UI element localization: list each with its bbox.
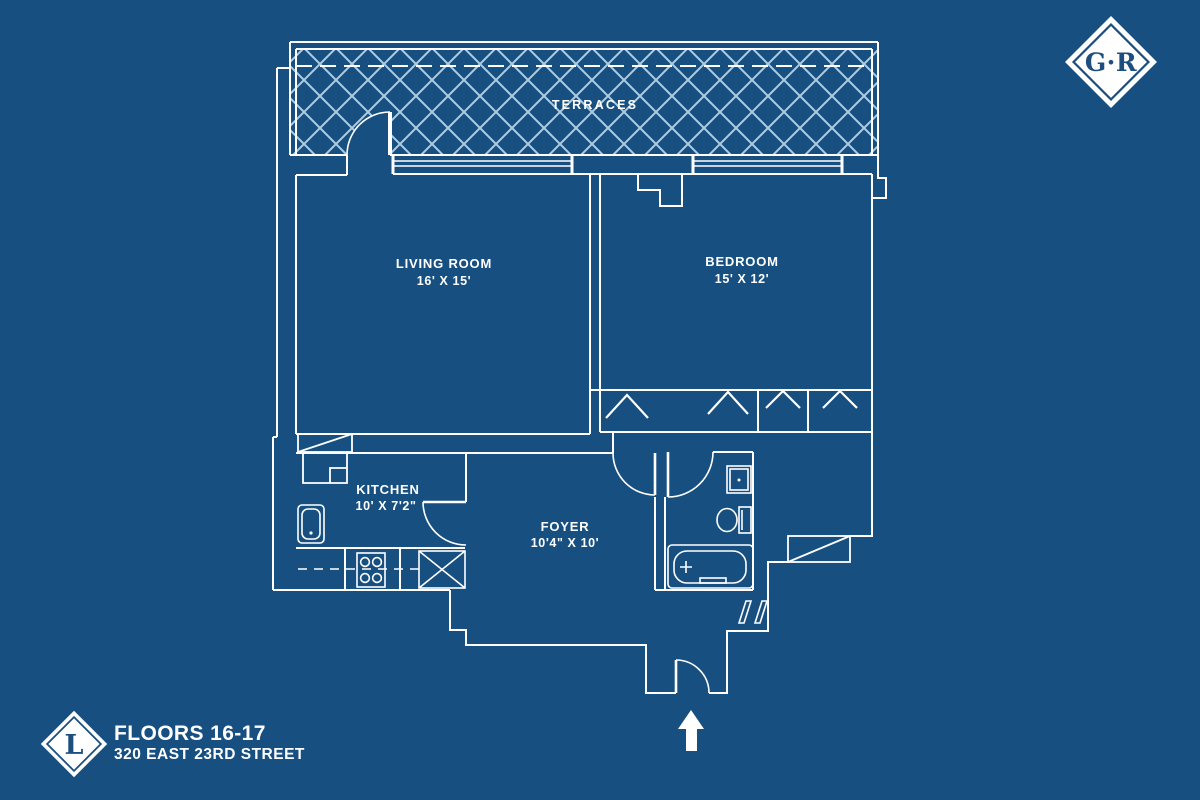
corner-logo: G·R bbox=[1065, 16, 1157, 108]
entry-door-swing bbox=[674, 659, 710, 694]
bedroom-door-swing bbox=[612, 452, 657, 496]
stove bbox=[356, 552, 386, 588]
living-room-windows bbox=[393, 160, 572, 167]
room-labels: TERRACES LIVING ROOM 16' X 15' BEDROOM 1… bbox=[356, 98, 779, 550]
bedroom-dims: 15' X 12' bbox=[715, 272, 769, 286]
kitchen-door-swing bbox=[422, 500, 467, 546]
kitchen-pantry bbox=[302, 453, 348, 484]
bathtub bbox=[667, 544, 754, 589]
footer-text: FLOORS 16-17 320 EAST 23RD STREET bbox=[114, 722, 305, 765]
foyer-label: FOYER bbox=[541, 519, 590, 534]
kitchen-sink bbox=[297, 504, 325, 544]
terrace-door-swing-mask bbox=[347, 112, 390, 155]
walls bbox=[272, 67, 887, 694]
tub-faucet-cross bbox=[680, 561, 692, 573]
entry-bifold-panels bbox=[737, 600, 769, 624]
foyer-dims: 10'4" X 10' bbox=[531, 536, 600, 550]
closets bbox=[297, 389, 858, 624]
bathroom-door-swing bbox=[666, 451, 714, 498]
footer-floors: FLOORS 16-17 bbox=[114, 722, 266, 745]
footer-logo: L bbox=[40, 710, 108, 778]
window-bands bbox=[393, 160, 842, 167]
bedroom-label: BEDROOM bbox=[705, 254, 779, 269]
footer-address: 320 EAST 23RD STREET bbox=[114, 746, 305, 764]
living-closet bbox=[297, 433, 353, 453]
bathroom-fixtures bbox=[667, 465, 754, 589]
refrigerator bbox=[418, 550, 466, 589]
kitchen-label: KITCHEN bbox=[356, 482, 419, 497]
terrace-label: TERRACES bbox=[552, 98, 638, 112]
door-swings bbox=[422, 451, 714, 694]
living-room-label: LIVING ROOM bbox=[396, 256, 492, 271]
bedroom-windows bbox=[693, 160, 842, 167]
hall-closet bbox=[787, 535, 851, 563]
terrace-area bbox=[289, 41, 879, 156]
entry-arrow-icon bbox=[678, 710, 704, 751]
living-room-dims: 16' X 15' bbox=[417, 274, 471, 288]
corner-monogram-text: G·R bbox=[1085, 48, 1137, 77]
kitchen-fixtures bbox=[297, 504, 466, 589]
terrace-door-swing bbox=[346, 111, 392, 156]
footer-monogram-text: L bbox=[65, 730, 84, 761]
kitchen-dims: 10' X 7'2" bbox=[356, 499, 417, 513]
toilet bbox=[716, 506, 752, 534]
bathroom-sink bbox=[726, 465, 752, 494]
bifold-door-chevrons bbox=[605, 389, 858, 419]
